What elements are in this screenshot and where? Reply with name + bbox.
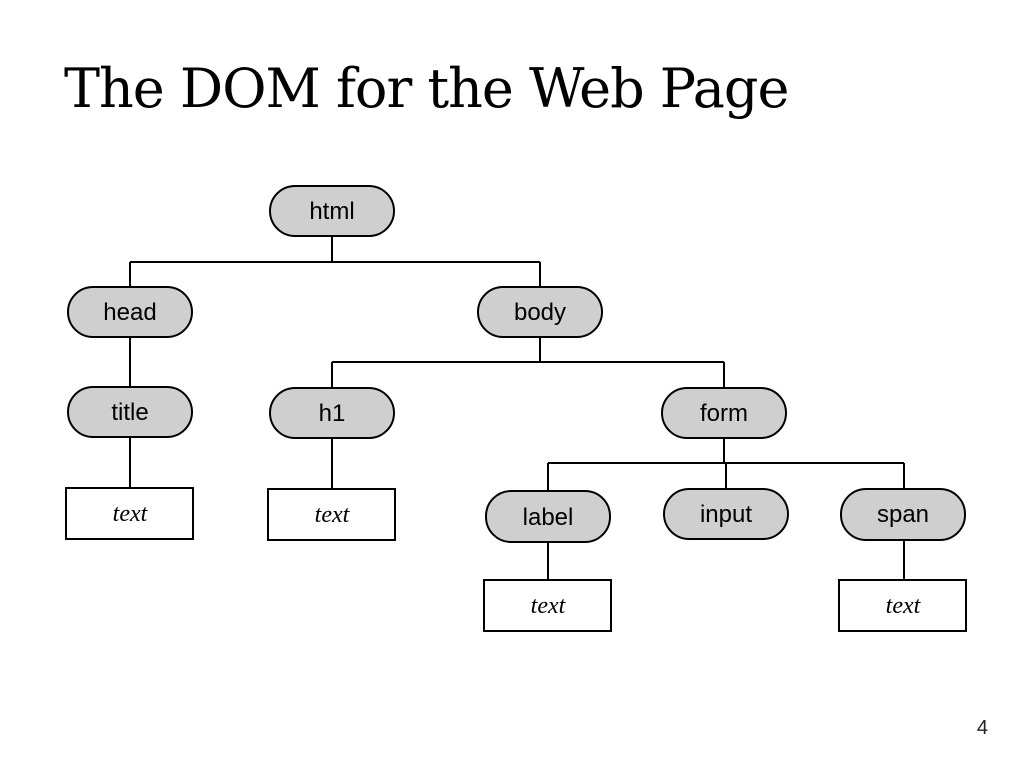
slide-title: The DOM for the Web Page (64, 57, 789, 120)
node-head-label: head (103, 299, 156, 326)
node-body: body (477, 286, 603, 338)
node-head: head (67, 286, 193, 338)
node-html: html (269, 185, 395, 237)
node-title-label: title (111, 399, 148, 426)
node-body-label: body (514, 299, 566, 326)
tree-edges (129, 236, 905, 580)
node-span-label: span (877, 501, 929, 528)
text-node-label-label: text (531, 593, 567, 619)
node-h1-label: h1 (319, 400, 346, 427)
node-span: span (840, 488, 966, 541)
text-node-h1-label: text (315, 502, 351, 528)
node-form-label: form (700, 400, 748, 427)
text-node-span: text (838, 579, 967, 632)
text-node-title-label: text (113, 501, 149, 527)
text-node-span-label: text (886, 593, 922, 619)
node-label-label: label (523, 504, 574, 531)
text-node-label: text (483, 579, 612, 632)
text-node-title: text (65, 487, 194, 540)
node-input: input (663, 488, 789, 540)
node-html-label: html (309, 198, 354, 225)
text-node-h1: text (267, 488, 396, 541)
node-form: form (661, 387, 787, 439)
node-label: label (485, 490, 611, 543)
slide-number: 4 (976, 717, 988, 739)
node-input-label: input (700, 501, 752, 528)
edge-html-children (129, 236, 541, 287)
node-h1: h1 (269, 387, 395, 439)
node-title: title (67, 386, 193, 438)
edge-body-children (331, 337, 725, 387)
edge-form-children (547, 438, 905, 491)
